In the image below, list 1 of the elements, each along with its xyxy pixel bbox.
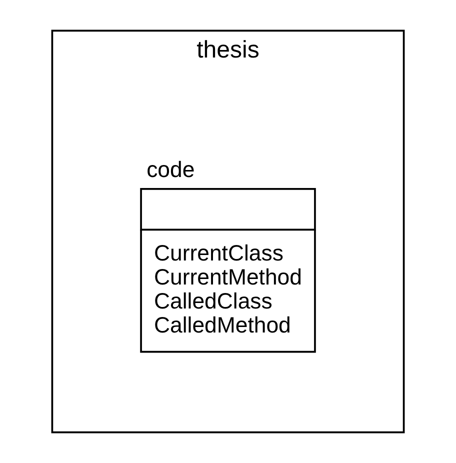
- node-label: code: [146, 157, 195, 182]
